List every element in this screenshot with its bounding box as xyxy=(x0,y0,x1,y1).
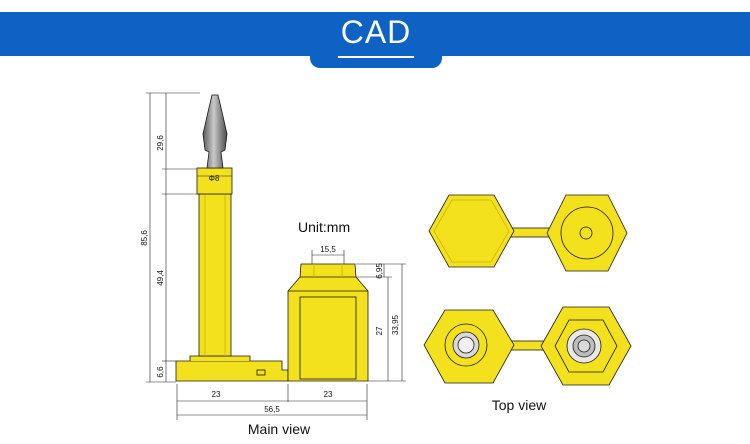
top-view-underside xyxy=(423,306,632,386)
bolt-shaft xyxy=(198,193,232,357)
base-slot xyxy=(256,369,266,376)
unit-label: Unit:mm xyxy=(298,219,350,235)
cap-part xyxy=(287,263,369,382)
dimension-labels: 85,6 29,6 49,4 6,6 Φ8 23 23 56,5 15,5 6,… xyxy=(140,135,400,414)
dim-tip-height: 29,6 xyxy=(156,135,165,151)
dim-base-height: 6,6 xyxy=(156,366,165,378)
bolt-neck xyxy=(196,167,233,195)
dim-shaft-height: 49,4 xyxy=(156,270,165,286)
top-view-label: Top view xyxy=(492,397,547,413)
page-title: CAD xyxy=(340,14,412,50)
bolt-part xyxy=(175,94,289,382)
dim-cap-top-height: 6,95 xyxy=(375,263,384,279)
dimension-lines xyxy=(146,92,406,420)
cap-top-hole xyxy=(579,226,593,240)
dim-total-width: 56,5 xyxy=(264,405,280,414)
dim-base-left-width: 23 xyxy=(212,390,221,399)
connector-bar xyxy=(507,227,553,238)
dim-tip-diameter: Φ8 xyxy=(209,174,220,183)
bolt-metal-tip xyxy=(202,94,228,169)
dim-base-right-width: 23 xyxy=(324,390,333,399)
cap-inner-body xyxy=(299,296,357,380)
main-view-label: Main view xyxy=(248,421,311,437)
dim-cap-body-height: 27 xyxy=(375,326,384,335)
title-underline xyxy=(338,56,414,58)
top-view-closed xyxy=(428,194,628,272)
bolt-collar xyxy=(189,355,251,361)
bolt-head-hex xyxy=(428,194,515,268)
dim-cap-total-height: 33,95 xyxy=(391,314,400,335)
dim-cap-top-width: 15,5 xyxy=(320,245,336,254)
dim-total-height: 85,6 xyxy=(140,230,149,246)
header-title-tab xyxy=(310,12,442,68)
bolt-base-plate xyxy=(175,360,289,382)
